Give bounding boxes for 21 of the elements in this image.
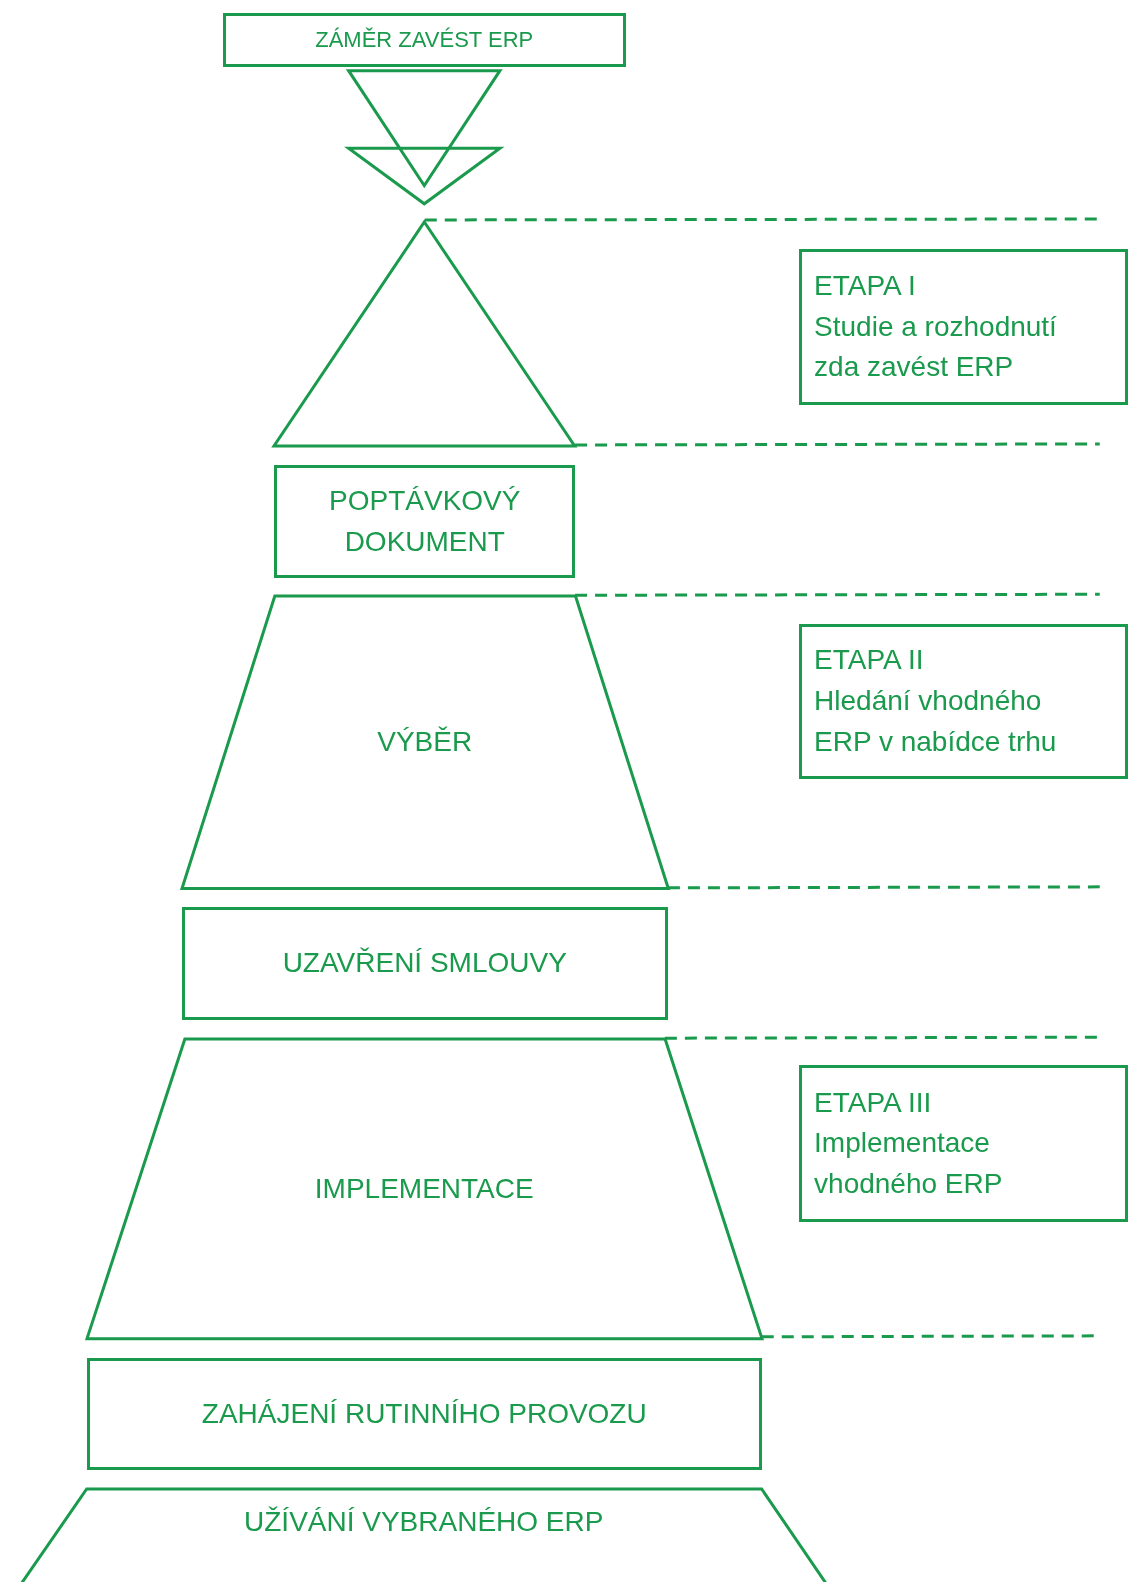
stage-description: Implementace vhodného ERP xyxy=(814,1126,1004,1201)
stage-description: Hledání vhodného ERP v nabídce trhu xyxy=(814,683,1058,759)
step-label: IMPLEMENTACE xyxy=(314,1171,534,1206)
stage-description: Studie a rozhodnutí zda zavést ERP xyxy=(814,309,1058,385)
process-box xyxy=(222,13,626,67)
step-label: UŽÍVÁNÍ VYBRANÉHO ERP xyxy=(244,1505,604,1540)
arrow xyxy=(344,69,505,206)
step-label: ZAHÁJENÍ RUTINNÍHO PROVOZU xyxy=(201,1396,647,1431)
stage-title: ETAPA I xyxy=(814,269,916,303)
stage-title: ETAPA III xyxy=(814,1085,932,1120)
process-box xyxy=(181,907,668,1021)
stage-box xyxy=(799,249,1128,405)
stage-box xyxy=(799,623,1128,779)
step-label: VÝBĚR xyxy=(377,725,473,760)
stage-title: ETAPA II xyxy=(814,643,924,678)
stage-box xyxy=(799,1065,1128,1222)
process-box xyxy=(86,1358,762,1470)
process-box xyxy=(274,465,576,579)
step-label: ZÁMĚR ZAVÉST ERP xyxy=(315,25,534,54)
step-label: UZAVŘENÍ SMLOUVY xyxy=(282,946,567,981)
step-label: POPTÁVKOVÝ DOKUMENT xyxy=(328,484,522,559)
